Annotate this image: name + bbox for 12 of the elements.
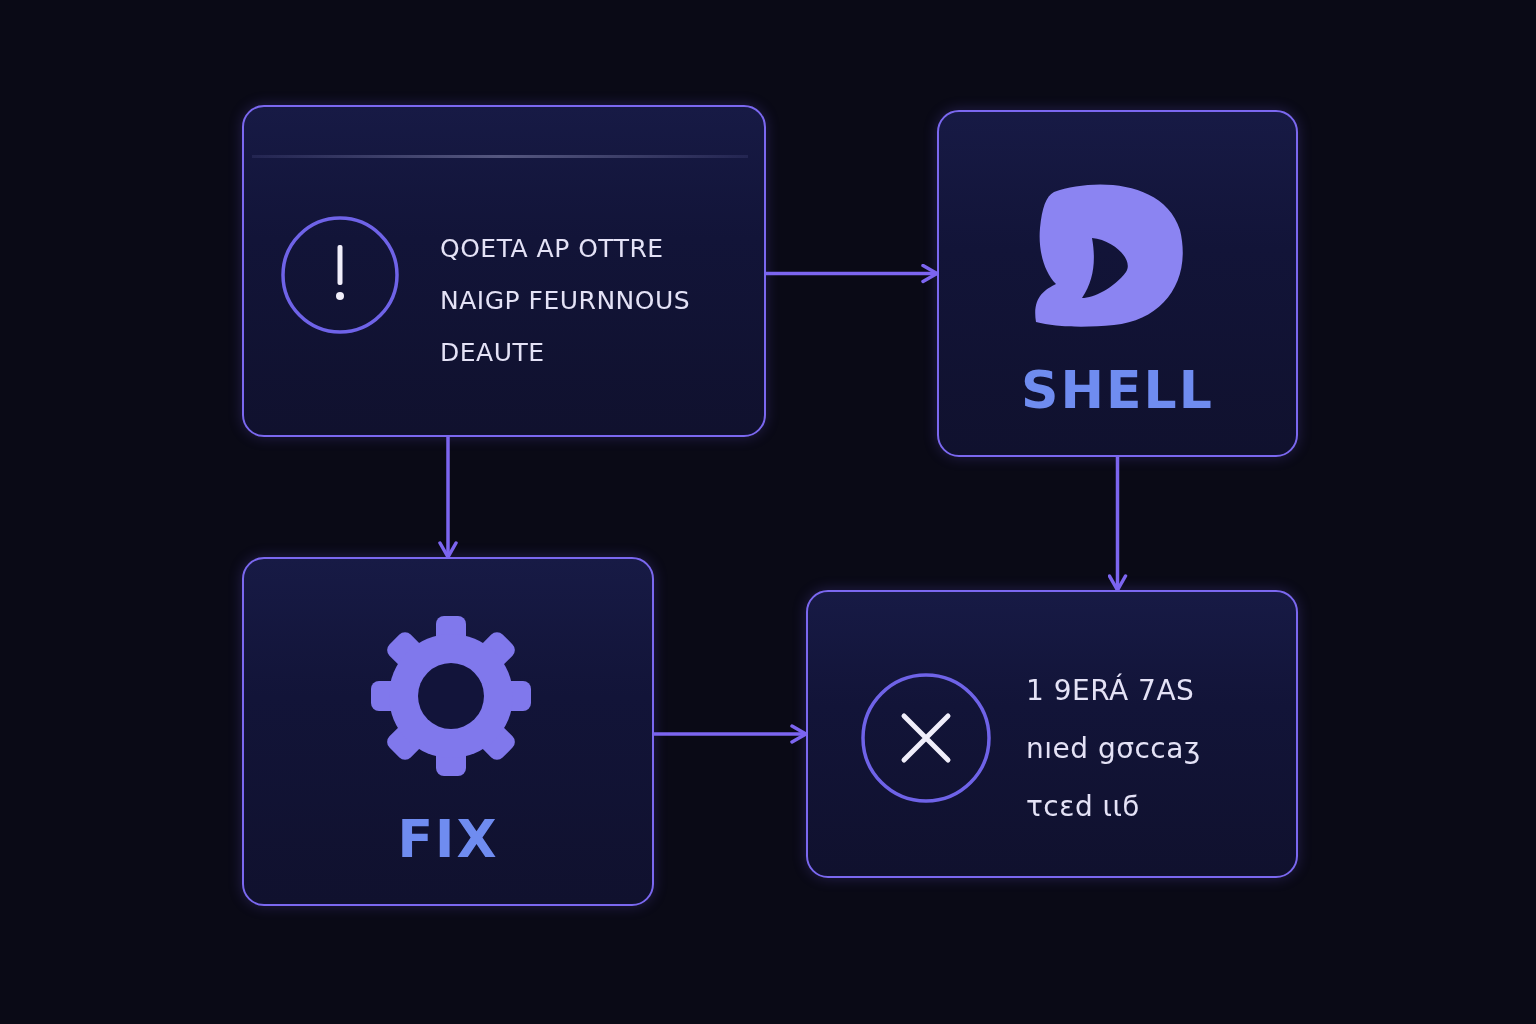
error-text: 1 9ERÁ 7AS nıed gσccaʒ τcεd ιιϭ bbox=[1026, 672, 1202, 825]
card bbox=[242, 557, 654, 906]
arrow bbox=[766, 263, 939, 284]
shell-label: SHELL bbox=[1020, 360, 1215, 420]
warning-text: QOETA AP OTTRE NAIGP FEURNNOUS DEAUTE bbox=[440, 233, 692, 369]
arrow bbox=[654, 724, 808, 744]
card bbox=[806, 590, 1298, 878]
card bbox=[242, 105, 766, 437]
arrow bbox=[1107, 457, 1128, 592]
arrow bbox=[438, 437, 458, 559]
card bbox=[937, 110, 1298, 457]
fix-label: FIX bbox=[396, 809, 500, 869]
